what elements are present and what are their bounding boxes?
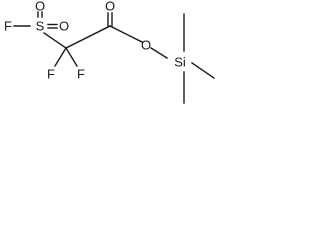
bond-ester-oxygen-silicon <box>150 47 168 59</box>
chemical-structure: F S O O F F O O Si <box>4 0 215 104</box>
bond-cf2-fluorine-right <box>65 47 78 67</box>
atom-oxygen-sulfonyl-right: O <box>59 19 69 34</box>
atom-fluorine-left: F <box>47 67 55 82</box>
atom-sulfur: S <box>36 19 45 34</box>
atom-silicon: Si <box>174 55 186 70</box>
bond-cf2-fluorine-left <box>54 47 67 67</box>
bond-silicon-methyl-right <box>191 62 215 79</box>
atom-oxygen-carbonyl: O <box>105 0 115 14</box>
bond-carbonyl-carbon-ester-oxygen <box>109 25 143 43</box>
atom-fluorine-sulfonyl: F <box>4 19 12 34</box>
bond-cf2-carbonyl-carbon <box>65 25 111 49</box>
atom-oxygen-ester: O <box>141 38 151 53</box>
atom-fluorine-right: F <box>77 67 85 82</box>
atom-oxygen-sulfonyl-top: O <box>35 0 45 14</box>
bond-sulfur-cf2 <box>43 32 67 49</box>
